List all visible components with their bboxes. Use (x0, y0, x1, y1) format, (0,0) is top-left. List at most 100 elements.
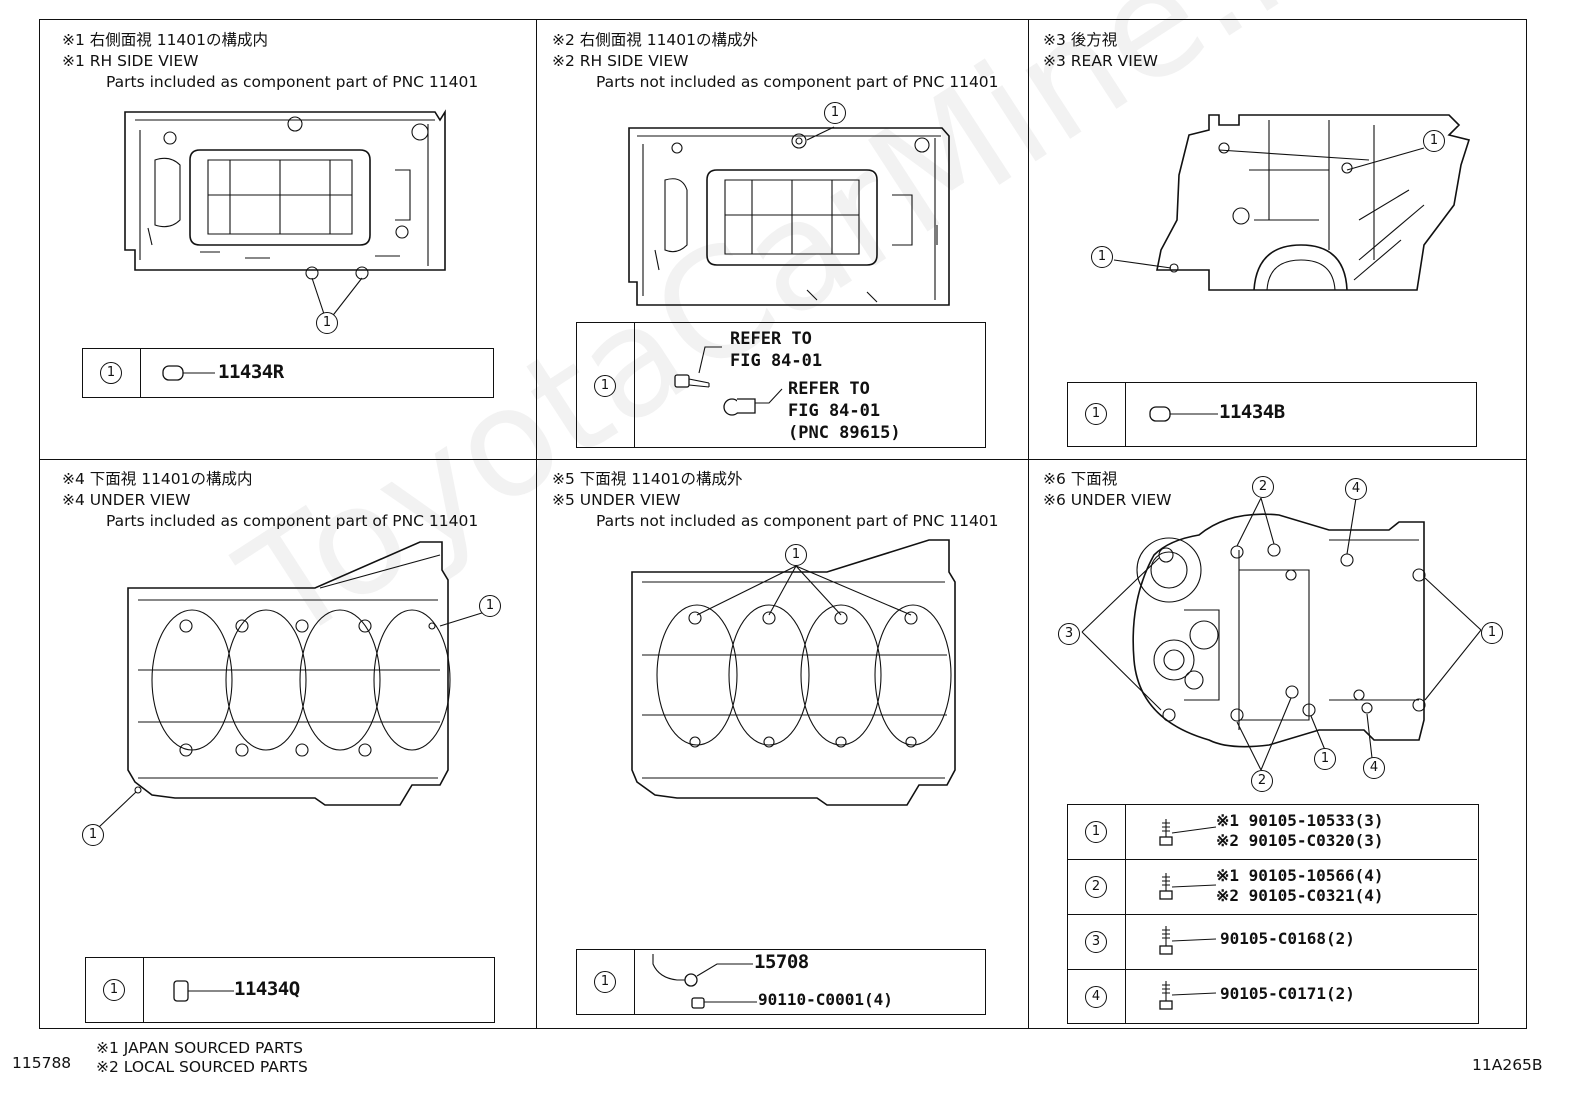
part-number: ※1 90105-10533(3) (1216, 811, 1384, 830)
header-jp: ※2 右側面視 11401の構成外 (552, 31, 759, 49)
row-divider (1068, 859, 1477, 860)
sourcing-note: ※1 JAPAN SOURCED PARTS (96, 1039, 303, 1057)
engine-block-under-drawing (97, 541, 486, 829)
parts-table: 1 11434R (82, 348, 494, 398)
header-jp: ※6 下面視 (1043, 470, 1118, 488)
callout-2: 2 (1252, 476, 1274, 498)
key-callout-2: 2 (1085, 876, 1107, 898)
header-note: Parts not included as component part of … (596, 73, 999, 91)
part-number: 11434R (218, 361, 284, 383)
panel-header: ※3 後方視 ※3 REAR VIEW (1043, 30, 1158, 72)
parts-table: 1 11434Q (85, 957, 495, 1023)
part-number: ※1 90105-10566(4) (1216, 866, 1384, 885)
key-callout-1: 1 (1085, 403, 1107, 425)
sourcing-note: ※2 LOCAL SOURCED PARTS (96, 1058, 308, 1076)
callout-2: 2 (1251, 770, 1273, 792)
header-jp: ※4 下面視 11401の構成内 (62, 470, 253, 488)
engine-block-rear-drawing (1113, 114, 1471, 291)
header-jp: ※1 右側面視 11401の構成内 (62, 31, 269, 49)
key-callout-1: 1 (103, 979, 125, 1001)
engine-block-rh-side-drawing (124, 109, 446, 280)
header-jp: ※3 後方視 (1043, 31, 1118, 49)
bolt-icons (1159, 819, 1217, 1010)
panel-header: ※1 右側面視 11401の構成内 ※1 RH SIDE VIEW Parts … (62, 30, 478, 93)
dowel-pin-icon (1149, 406, 1218, 422)
panel-rh-side-view-included: ※1 右側面視 11401の構成内 ※1 RH SIDE VIEW Parts … (40, 20, 536, 459)
part-number: 11434Q (234, 978, 300, 1000)
refer-text: (PNC 89615) (788, 423, 901, 443)
illustration-code: 11A265B (1472, 1056, 1543, 1074)
key-cell (86, 958, 144, 1022)
panel-under-view-not-included: ※5 下面視 11401の構成外 ※5 UNDER VIEW Parts not… (537, 460, 1028, 1029)
key-cell (577, 950, 635, 1014)
callout-4: 4 (1345, 478, 1367, 500)
panel-header: ※5 下面視 11401の構成外 ※5 UNDER VIEW Parts not… (552, 469, 999, 532)
callout-1: 1 (1481, 622, 1503, 644)
part-number: 90105-C0171(2) (1220, 984, 1355, 1003)
key-callout-4: 4 (1085, 986, 1107, 1008)
oil-jet-and-bolt-icon (652, 954, 757, 1009)
panel-under-view-included: ※4 下面視 11401の構成内 ※4 UNDER VIEW Parts inc… (40, 460, 536, 1029)
callout-1: 1 (1091, 246, 1113, 268)
panel-header: ※2 右側面視 11401の構成外 ※2 RH SIDE VIEW Parts … (552, 30, 999, 93)
bolt-and-sensor-icon (674, 346, 783, 416)
refer-text: REFER TO (788, 379, 870, 399)
figure-number: 115788 (12, 1054, 72, 1072)
parts-table: 1 REFER TO FIG 84-01 REFER TO FIG 84-01 … (576, 322, 986, 448)
callout-1: 1 (785, 544, 807, 566)
part-number: 90105-C0168(2) (1220, 929, 1355, 948)
parts-table: 1 2 3 4 ※1 90105-10533(3) ※2 90105-C0320… (1067, 804, 1479, 1024)
key-callout-1: 1 (594, 971, 616, 993)
callout-1: 1 (1423, 130, 1445, 152)
header-view: ※4 UNDER VIEW (62, 491, 191, 509)
callout-4: 4 (1363, 757, 1385, 779)
grid-divider (536, 19, 537, 1029)
key-callout-1: 1 (100, 362, 122, 384)
grid-divider (1028, 19, 1029, 1029)
refer-text: REFER TO (730, 329, 812, 349)
header-note: Parts included as component part of PNC … (106, 73, 479, 91)
engine-block-under-bolts-drawing (1081, 497, 1482, 771)
callout-1: 1 (82, 824, 104, 846)
part-number: 90110-C0001(4) (758, 990, 893, 1009)
header-view: ※1 RH SIDE VIEW (62, 52, 199, 70)
part-number: 15708 (754, 951, 809, 973)
dowel-pin-icon (162, 365, 215, 381)
callout-1: 1 (824, 102, 846, 124)
header-jp: ※5 下面視 11401の構成外 (552, 470, 743, 488)
header-view: ※3 REAR VIEW (1043, 52, 1158, 70)
parts-table: 1 11434B (1067, 382, 1477, 447)
key-cell (83, 349, 141, 397)
key-cell (577, 323, 635, 447)
callout-1: 1 (479, 595, 501, 617)
panel-header: ※6 下面視 ※6 UNDER VIEW (1043, 469, 1171, 511)
engine-block-under-drawing (631, 539, 956, 806)
row-divider (1068, 969, 1477, 970)
refer-text: FIG 84-01 (788, 401, 881, 421)
key-callout-1: 1 (1085, 821, 1107, 843)
dowel-pin-icon (173, 980, 234, 1002)
refer-text: FIG 84-01 (730, 351, 823, 371)
header-view: ※6 UNDER VIEW (1043, 491, 1172, 509)
header-note: Parts included as component part of PNC … (106, 512, 479, 530)
row-divider (1068, 914, 1477, 915)
panel-rear-view: ※3 後方視 ※3 REAR VIEW 1 1 1 11434B (1029, 20, 1527, 459)
header-note: Parts not included as component part of … (596, 512, 999, 530)
panel-under-view-bolts: ※6 下面視 ※6 UNDER VIEW 2 4 3 1 1 4 2 1 2 3… (1029, 460, 1527, 1029)
parts-table: 1 15708 90110-C0001(4) (576, 949, 986, 1015)
key-callout-3: 3 (1085, 931, 1107, 953)
key-cell (1068, 383, 1126, 446)
panel-rh-side-view-not-included: ※2 右側面視 11401の構成外 ※2 RH SIDE VIEW Parts … (537, 20, 1028, 459)
callout-3: 3 (1058, 623, 1080, 645)
header-view: ※2 RH SIDE VIEW (552, 52, 689, 70)
grid-divider (39, 459, 1527, 460)
callout-1: 1 (316, 312, 338, 334)
engine-block-rh-side-drawing (628, 126, 950, 306)
part-number: ※2 90105-C0321(4) (1216, 886, 1384, 905)
diagram-frame (39, 19, 1527, 1029)
part-number: 11434B (1219, 401, 1285, 423)
key-callout-1: 1 (594, 375, 616, 397)
header-view: ※5 UNDER VIEW (552, 491, 681, 509)
callout-1: 1 (1314, 748, 1336, 770)
part-number: ※2 90105-C0320(3) (1216, 831, 1384, 850)
